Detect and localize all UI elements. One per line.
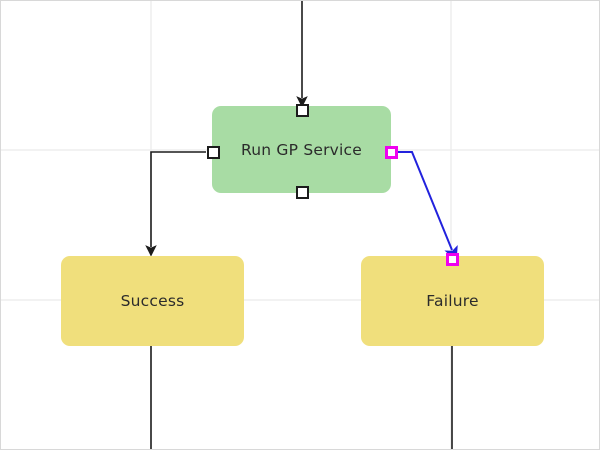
node-label-success: Success [120,292,185,310]
node-label-run-gp-service: Run GP Service [240,140,363,159]
node-success[interactable]: Success [61,256,244,346]
port-run-gp-bottom[interactable] [295,185,309,199]
port-run-gp-right[interactable] [384,145,398,159]
node-failure[interactable]: Failure [361,256,544,346]
port-failure-top[interactable] [445,252,459,266]
node-label-failure: Failure [426,292,479,310]
node-run-gp-service[interactable]: Run GP Service [212,106,391,193]
port-run-gp-left[interactable] [206,145,220,159]
port-run-gp-top[interactable] [295,103,309,117]
